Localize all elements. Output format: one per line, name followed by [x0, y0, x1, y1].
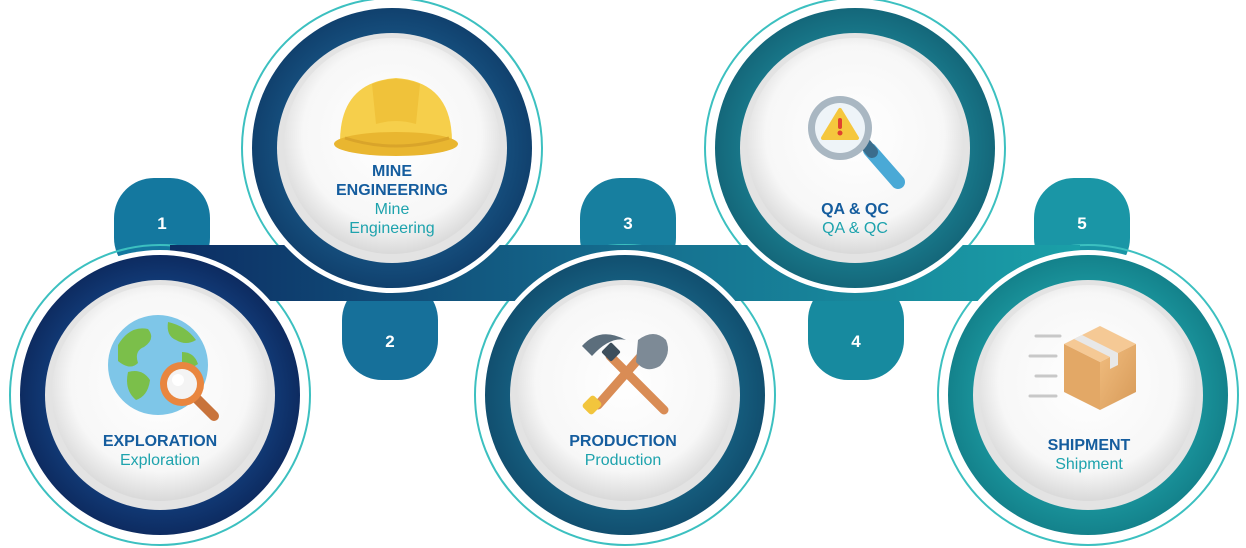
step-number-4: 4 [851, 332, 861, 351]
stage-2-text: MINE ENGINEERING Mine Engineering [292, 162, 492, 238]
step-number-2: 2 [385, 332, 394, 351]
step-number-3: 3 [623, 214, 632, 233]
pickaxe-shovel-icon [582, 334, 669, 415]
stage-3-subtitle: Production [584, 452, 662, 469]
stage-4-title: QA & QC [821, 201, 889, 218]
stage-5-title: SHIPMENT [1047, 437, 1131, 454]
globe-magnifier-icon [108, 315, 219, 421]
stage-2-title-line2: ENGINEERING [335, 182, 448, 199]
step-number-5: 5 [1077, 214, 1086, 233]
stage-1-subtitle: Exploration [119, 452, 201, 469]
stage-5-subtitle: Shipment [1055, 456, 1123, 473]
tab-4-shape [808, 280, 904, 380]
step-number-1: 1 [157, 214, 166, 233]
stage-1-text: EXPLORATION Exploration [60, 432, 260, 470]
stage-4-text: QA & QC QA & QC [755, 200, 955, 238]
hard-hat-icon [334, 78, 458, 156]
stage-4-subtitle: QA & QC [822, 220, 888, 237]
stage-2-subtitle: Mine Engineering [292, 200, 492, 238]
stage-2-subtitle-line1: Mine [374, 201, 410, 218]
package-box-icon [1028, 326, 1136, 410]
stage-2-subtitle-line2: Engineering [349, 220, 435, 237]
stage-2-title-line1: MINE [372, 163, 412, 180]
stage-5-text: SHIPMENT Shipment [989, 436, 1189, 474]
stage-3-text: PRODUCTION Production [523, 432, 723, 470]
tab-2-shape [342, 280, 438, 380]
stage-2-title: MINE ENGINEERING [292, 162, 492, 200]
stage-3-title: PRODUCTION [569, 433, 677, 450]
stage-1-title: EXPLORATION [102, 433, 218, 450]
warning-magnifier-icon [808, 96, 905, 189]
